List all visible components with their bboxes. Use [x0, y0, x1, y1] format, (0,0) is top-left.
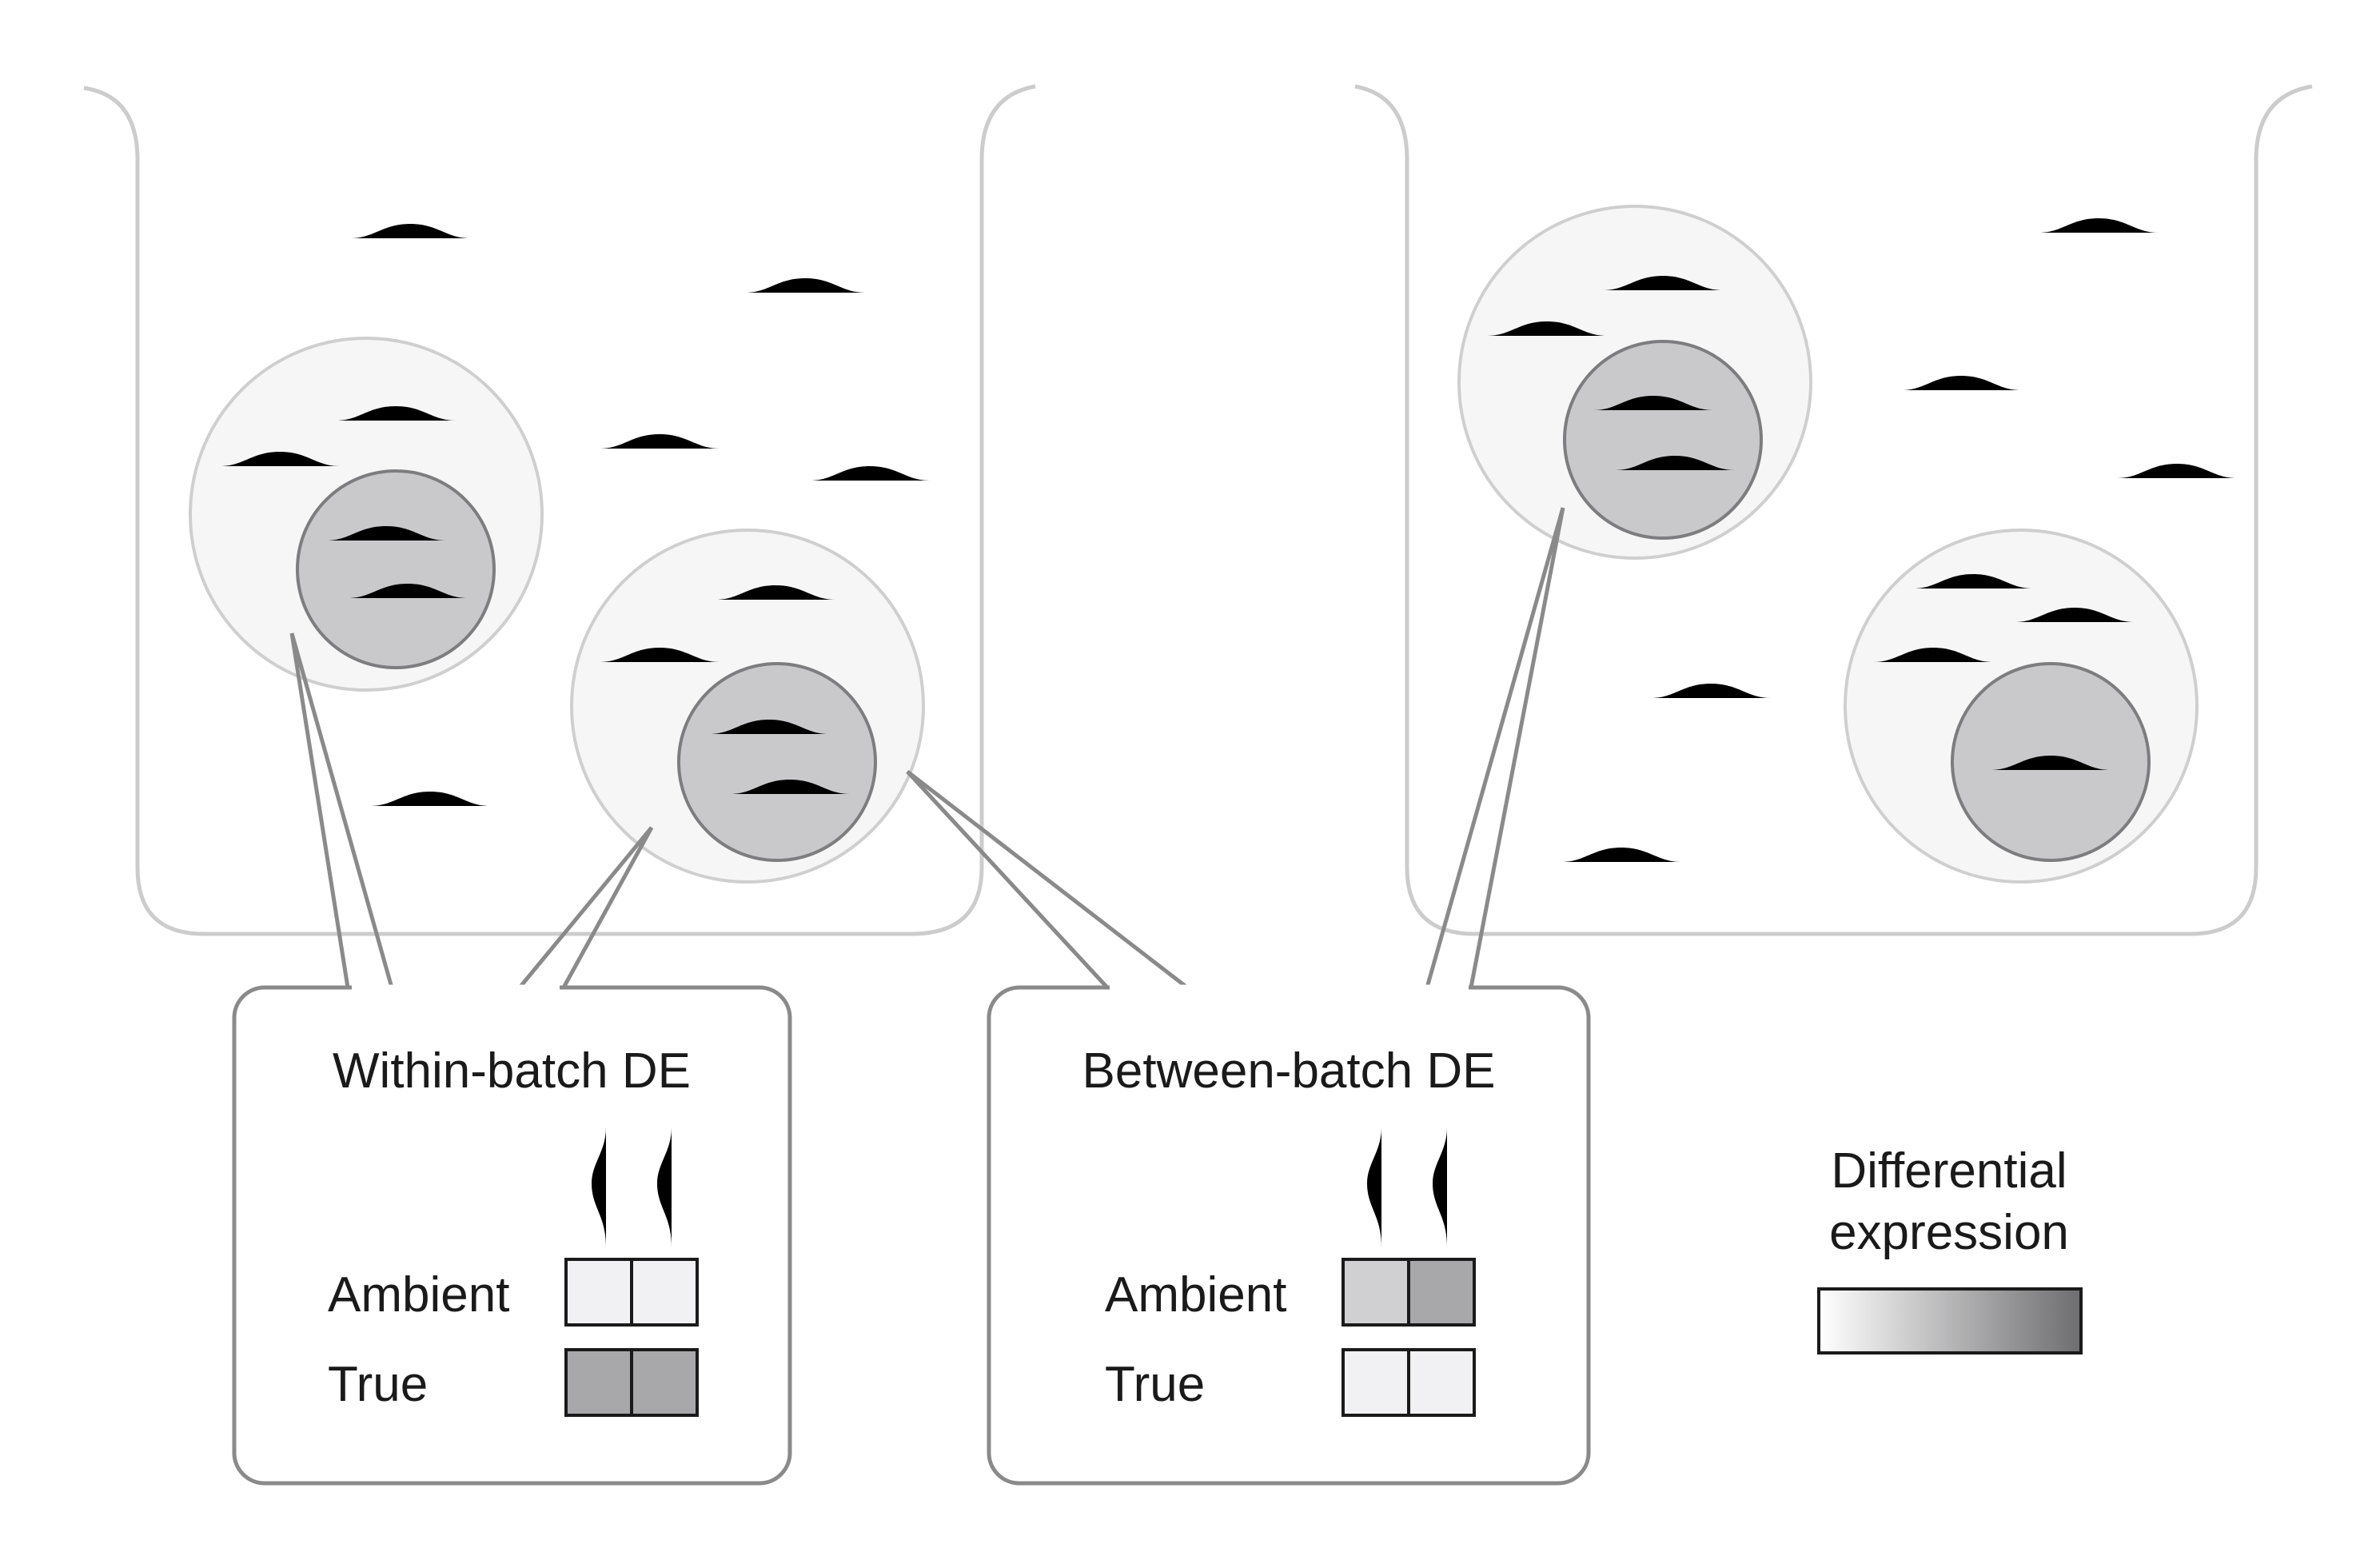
- true-label: True: [328, 1357, 428, 1412]
- rna-strand-icon: [370, 792, 490, 811]
- legend-title-line1: Differential: [1831, 1143, 2067, 1199]
- true-green-cell: [630, 1348, 699, 1417]
- true-green-cell: [1407, 1348, 1476, 1417]
- rna-strand-icon: [810, 466, 930, 485]
- rna-strand-icon: [1901, 376, 2021, 395]
- legend-differential-expression: Differential expression: [1817, 1143, 2083, 1355]
- true-label: True: [1105, 1357, 1205, 1412]
- legend-gradient-bar: [1817, 1287, 2083, 1355]
- cell-3: [1563, 340, 1763, 540]
- pointer-within-batch: [289, 632, 654, 989]
- rna-strand-icon: [600, 434, 720, 453]
- rna-strand-icon: [1561, 848, 1681, 867]
- callout-within-batch: Within-batch DE Ambient True: [232, 984, 792, 1486]
- batch-2-well: [1354, 84, 2313, 936]
- callout-title: Between-batch DE: [1082, 1043, 1496, 1099]
- rna-strand-icon: [745, 278, 865, 297]
- ambient-pink-cell: [564, 1258, 633, 1327]
- ambient-pink-cell: [1341, 1258, 1410, 1327]
- rna-strand-icon: [350, 224, 470, 243]
- droplet-1: [189, 337, 544, 692]
- true-pink-cell: [1341, 1348, 1410, 1417]
- pointer-between-batch: [906, 507, 1565, 989]
- droplet-3: [1457, 205, 1812, 560]
- legend-title-line2: expression: [1829, 1205, 2069, 1260]
- rna-strand-icon: [2039, 218, 2159, 237]
- callout-between-batch: Between-batch DE Ambient True: [987, 984, 1591, 1486]
- ambient-green-cell: [630, 1258, 699, 1327]
- ambient-green-cell: [1407, 1258, 1476, 1327]
- ambient-label: Ambient: [1105, 1267, 1286, 1323]
- rna-strand-icon: [1651, 684, 1771, 703]
- cell-2: [677, 662, 877, 862]
- callout-title: Within-batch DE: [333, 1043, 691, 1099]
- true-pink-cell: [564, 1348, 633, 1417]
- droplet-4: [1844, 529, 2199, 884]
- batch-1-well: [83, 84, 1036, 936]
- cell-1: [296, 469, 496, 669]
- ambient-label: Ambient: [328, 1267, 509, 1323]
- rna-strand-icon: [2117, 464, 2237, 483]
- droplet-2: [570, 529, 925, 884]
